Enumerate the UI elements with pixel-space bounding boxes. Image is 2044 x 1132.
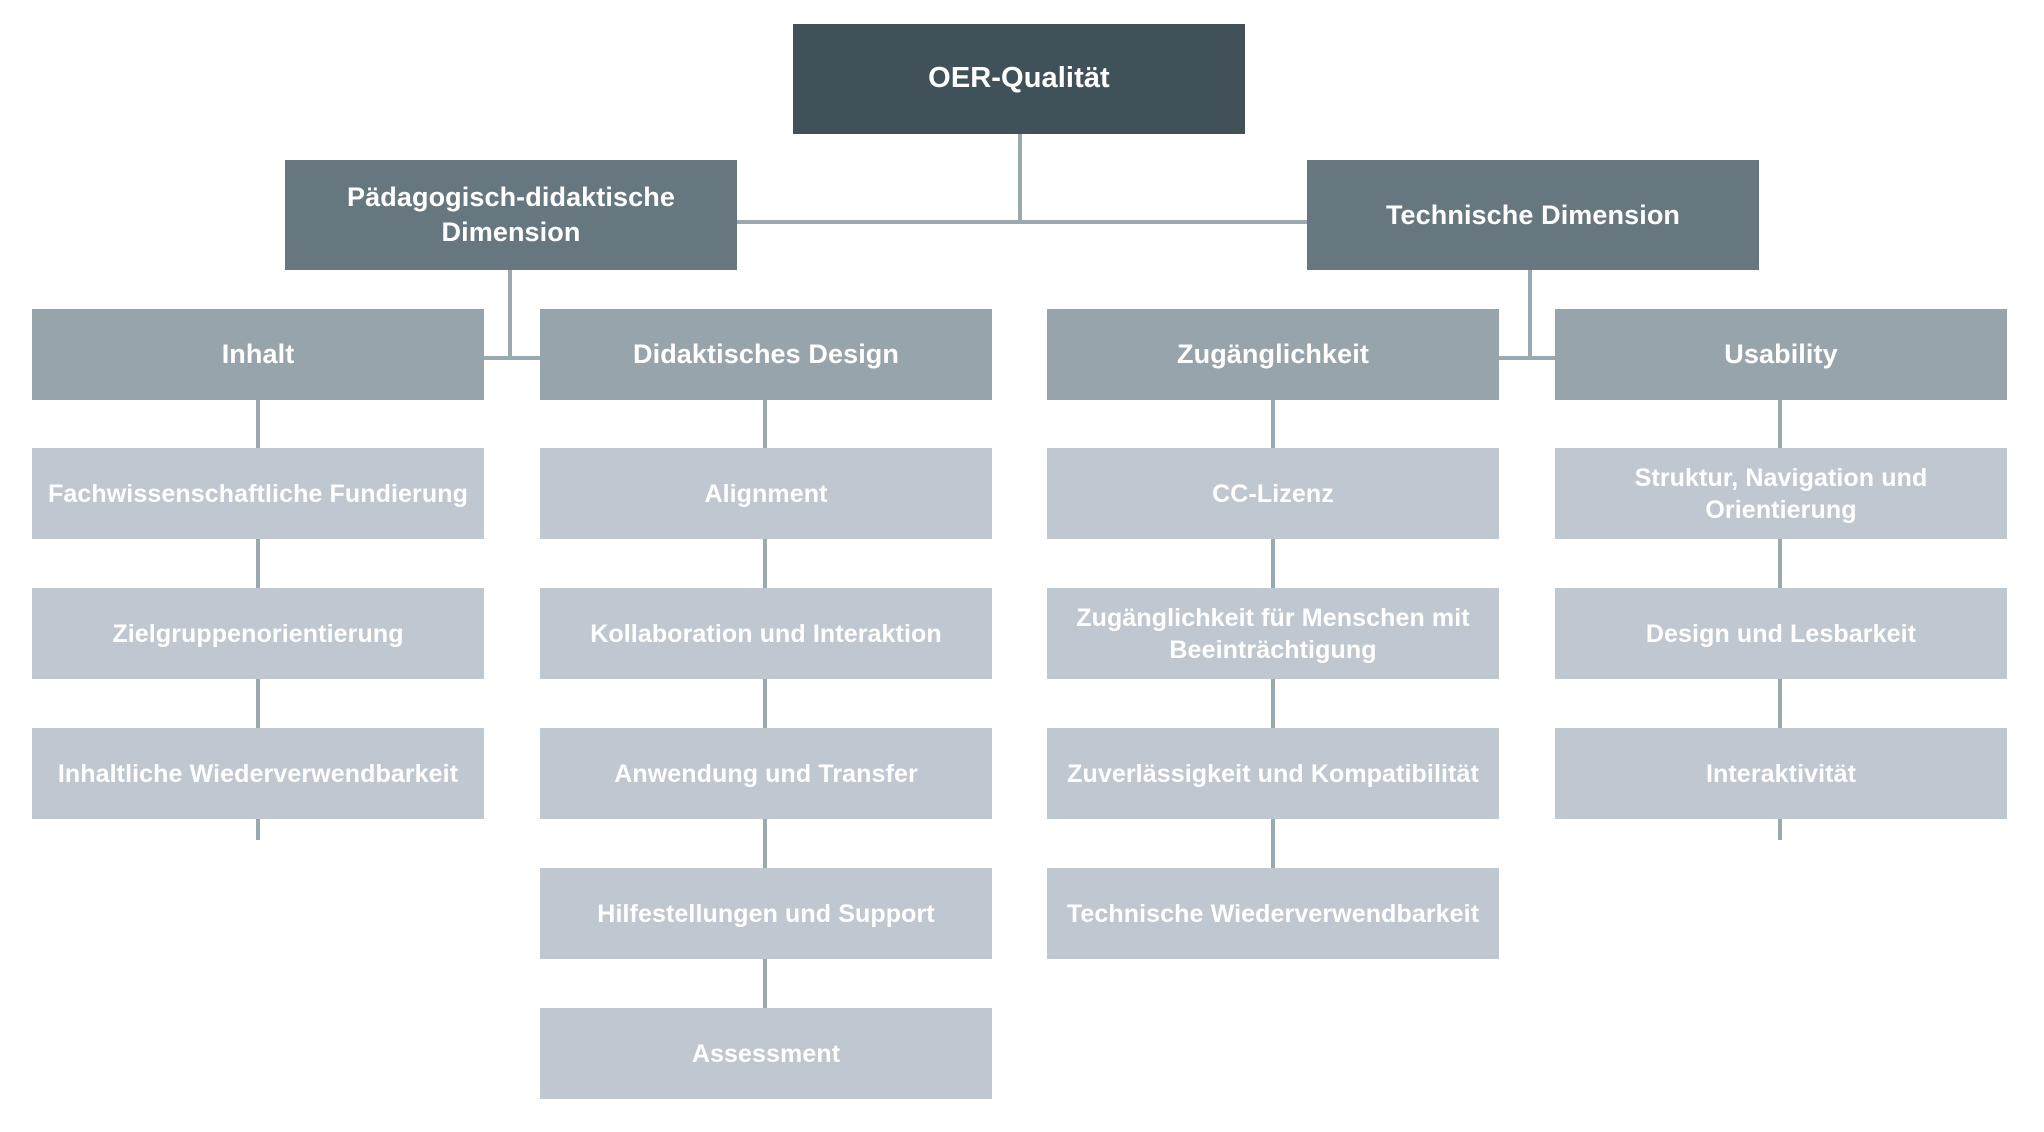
node-label: Zugänglichkeit [1177, 339, 1369, 370]
leaf-usability-1[interactable]: Struktur, Navigation und Orientierung [1555, 448, 2007, 539]
leaf-inhalt-3[interactable]: Inhaltliche Wiederverwendbarkeit [32, 728, 484, 819]
node-category-inhalt[interactable]: Inhalt [32, 309, 484, 400]
node-label: Anwendung und Transfer [614, 759, 918, 788]
connector-technical-down [1528, 270, 1532, 360]
leaf-inhalt-1[interactable]: Fachwissenschaftliche Fundierung [32, 448, 484, 539]
node-label: Inhalt [221, 339, 295, 370]
node-label: Zugänglichkeit für Menschen mit Beeinträ… [1076, 603, 1470, 664]
leaf-didaktisches-design-3[interactable]: Anwendung und Transfer [540, 728, 992, 819]
node-category-didaktisches-design[interactable]: Didaktisches Design [540, 309, 992, 400]
node-label: Zuverlässigkeit und Kompatibilität [1067, 759, 1479, 788]
node-label: Struktur, Navigation und Orientierung [1634, 463, 1928, 524]
node-label: Zielgruppenorientierung [112, 619, 404, 648]
connector-category-bus-left [484, 356, 544, 360]
leaf-usability-2[interactable]: Design und Lesbarkeit [1555, 588, 2007, 679]
node-label: Kollaboration und Interaktion [590, 619, 942, 648]
leaf-usability-3[interactable]: Interaktivität [1555, 728, 2007, 819]
leaf-didaktisches-design-2[interactable]: Kollaboration und Interaktion [540, 588, 992, 679]
node-dimension-pedagogical[interactable]: Pädagogisch-didaktische Dimension [285, 160, 737, 270]
node-label: Technische Wiederverwendbarkeit [1066, 899, 1480, 928]
node-dimension-technical[interactable]: Technische Dimension [1307, 160, 1759, 270]
node-label: Design und Lesbarkeit [1645, 619, 1917, 648]
leaf-inhalt-2[interactable]: Zielgruppenorientierung [32, 588, 484, 679]
node-label: Fachwissenschaftliche Fundierung [48, 479, 468, 508]
leaf-zugaenglichkeit-4[interactable]: Technische Wiederverwendbarkeit [1047, 868, 1499, 959]
node-label: Usability [1724, 339, 1838, 370]
node-label: OER-Qualität [928, 62, 1110, 95]
node-label: Inhaltliche Wiederverwendbarkeit [57, 759, 459, 788]
node-label: CC-Lizenz [1212, 479, 1334, 508]
node-label: Alignment [704, 479, 828, 508]
node-label: Interaktivität [1705, 759, 1857, 788]
node-category-usability[interactable]: Usability [1555, 309, 2007, 400]
leaf-didaktisches-design-4[interactable]: Hilfestellungen und Support [540, 868, 992, 959]
leaf-zugaenglichkeit-3[interactable]: Zuverlässigkeit und Kompatibilität [1047, 728, 1499, 819]
leaf-didaktisches-design-1[interactable]: Alignment [540, 448, 992, 539]
node-label: Technische Dimension [1385, 199, 1681, 230]
node-label: Pädagogisch-didaktische Dimension [347, 182, 675, 247]
node-label: Assessment [691, 1039, 841, 1068]
connector-dimension-bus [736, 220, 1308, 224]
connector-category-bus-right [1496, 356, 1558, 360]
node-label: Hilfestellungen und Support [597, 899, 935, 928]
node-label: Didaktisches Design [633, 339, 899, 370]
leaf-zugaenglichkeit-1[interactable]: CC-Lizenz [1047, 448, 1499, 539]
leaf-zugaenglichkeit-2[interactable]: Zugänglichkeit für Menschen mit Beeinträ… [1047, 588, 1499, 679]
leaf-didaktisches-design-5[interactable]: Assessment [540, 1008, 992, 1099]
connector-pedagogical-down [508, 270, 512, 360]
node-category-zugaenglichkeit[interactable]: Zugänglichkeit [1047, 309, 1499, 400]
node-root-oer-qualitaet[interactable]: OER-Qualität [793, 24, 1245, 134]
connector-root-down [1018, 134, 1022, 222]
